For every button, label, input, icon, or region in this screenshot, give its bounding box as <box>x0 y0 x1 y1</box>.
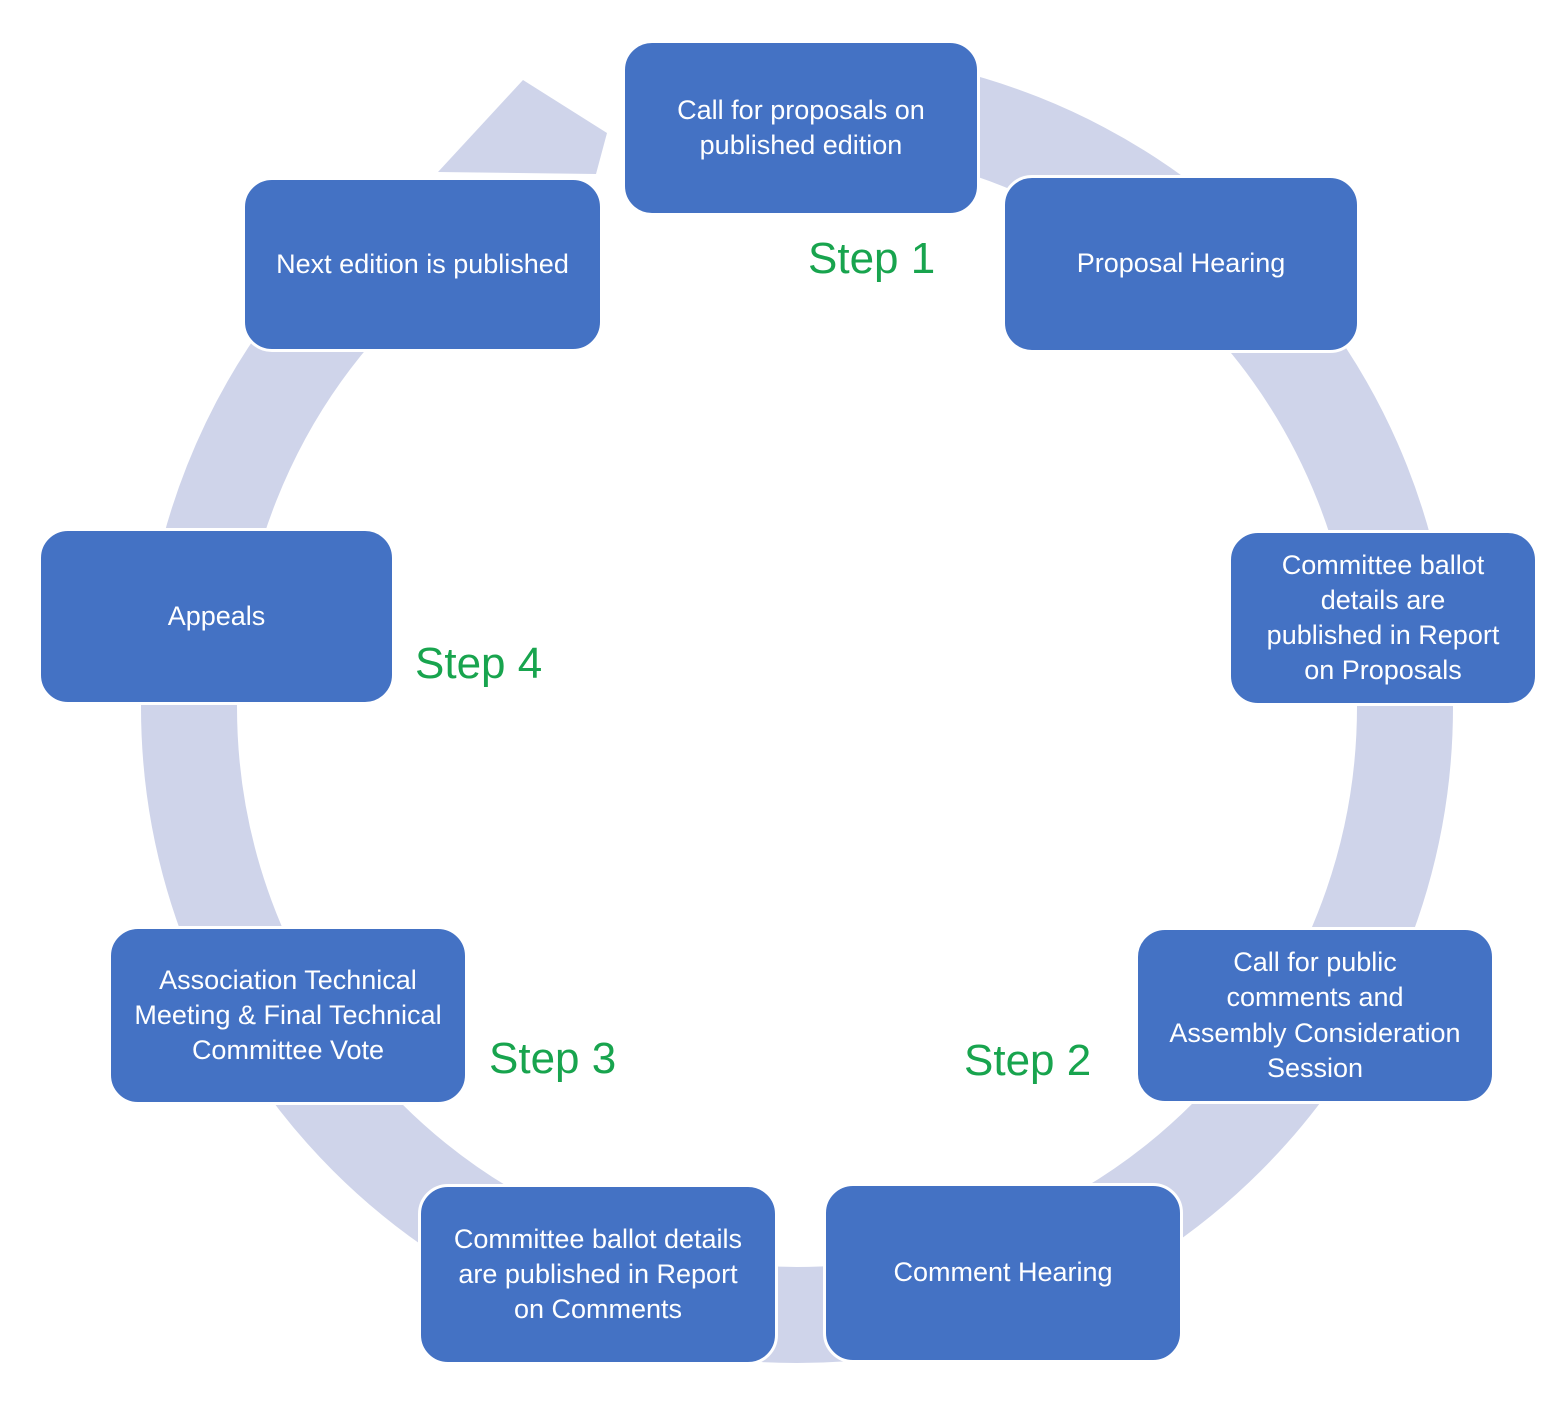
node-label: Proposal Hearing <box>1076 248 1286 279</box>
node-label: Next edition is published <box>276 248 569 279</box>
node-proposal-hearing: Proposal Hearing <box>1002 175 1360 353</box>
node-public-comments: Call for public comments and Assembly Co… <box>1135 927 1495 1104</box>
node-label: Committee ballot details are published i… <box>453 1223 743 1325</box>
step-3-label: Step 3 <box>489 1034 617 1083</box>
node-label: Comment Hearing <box>893 1257 1113 1288</box>
node-comment-hearing: Comment Hearing <box>823 1183 1183 1363</box>
node-ballot-report-comments: Committee ballot details are published i… <box>418 1184 778 1365</box>
node-association-technical-meeting: Association Technical Meeting & Final Te… <box>108 926 468 1105</box>
node-ballot-report-proposals: Committee ballot details are published i… <box>1228 530 1538 706</box>
step-1-label: Step 1 <box>808 234 936 283</box>
node-label: Call for public comments and Assembly Co… <box>1169 947 1461 1083</box>
node-appeals: Appeals <box>38 528 395 705</box>
node-label: Appeals <box>167 600 266 631</box>
step-2-label: Step 2 <box>964 1036 1092 1085</box>
clockwise-arrow-icon <box>438 80 607 174</box>
step-4-label: Step 4 <box>415 639 543 688</box>
node-label: Association Technical Meeting & Final Te… <box>134 964 442 1066</box>
node-next-edition-published: Next edition is published <box>242 177 603 352</box>
node-label: Call for proposals on published edition <box>677 94 925 160</box>
node-call-for-proposals: Call for proposals on published edition <box>622 40 980 216</box>
node-label: Committee ballot details are published i… <box>1266 549 1500 686</box>
